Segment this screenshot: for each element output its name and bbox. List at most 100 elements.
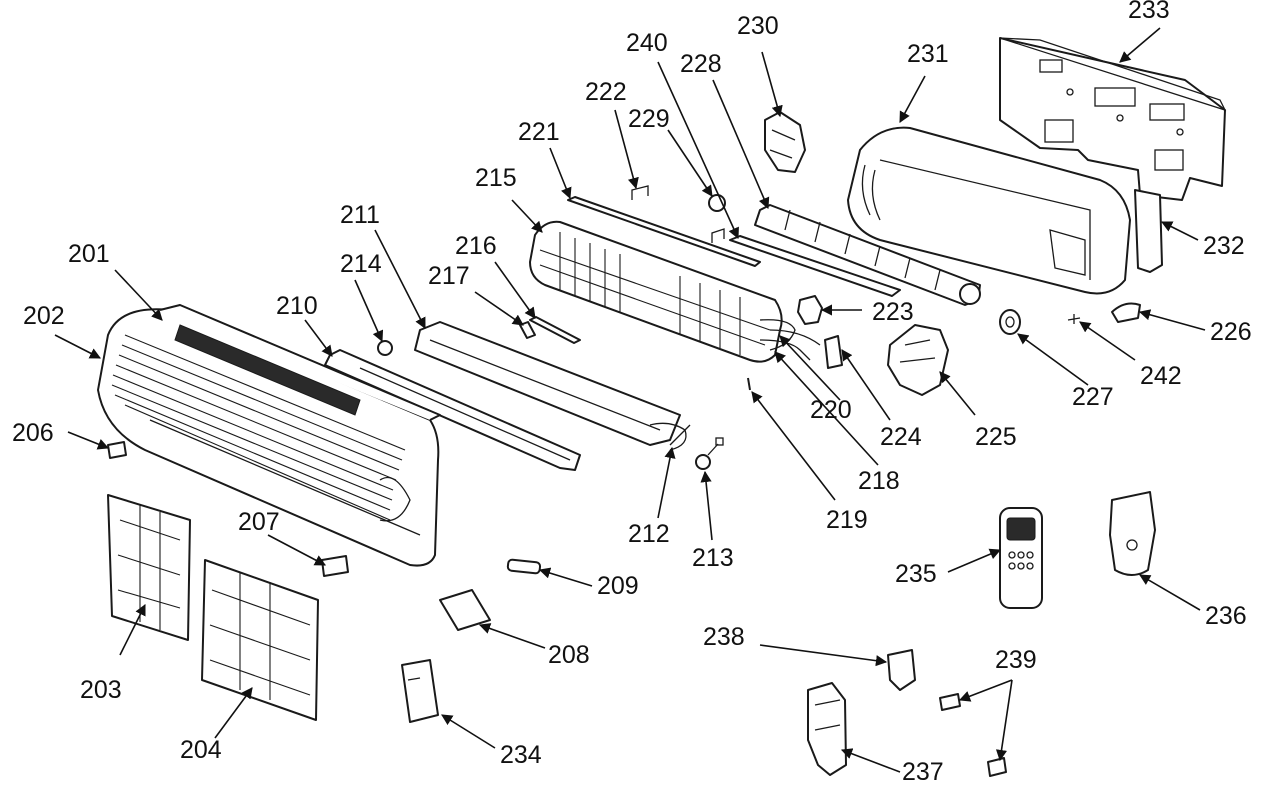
callout-209: 209 <box>597 572 639 600</box>
callout-223: 223 <box>872 298 914 326</box>
leader-224 <box>841 349 891 421</box>
leader-231 <box>899 75 926 123</box>
part-214 <box>377 340 393 356</box>
leader-lines <box>54 27 1206 773</box>
part-224 <box>824 335 843 369</box>
callout-230: 230 <box>737 12 779 40</box>
leader-220 <box>779 335 841 401</box>
leader-235 <box>947 548 1002 573</box>
callout-234: 234 <box>500 741 542 769</box>
leader-238 <box>759 644 888 667</box>
callout-212: 212 <box>628 520 670 548</box>
callout-228: 228 <box>680 50 722 78</box>
front-panel-201 <box>97 304 441 567</box>
callout-216: 216 <box>455 232 497 260</box>
callout-218: 218 <box>858 467 900 495</box>
manual-234 <box>401 659 439 723</box>
leader-229 <box>667 129 713 197</box>
sensor-212 <box>669 424 691 446</box>
callout-231: 231 <box>907 40 949 68</box>
callout-222: 222 <box>585 78 627 106</box>
label-206 <box>107 441 127 459</box>
leader-239a <box>958 679 1013 702</box>
callout-201: 201 <box>68 240 110 268</box>
callout-236: 236 <box>1205 602 1247 630</box>
part-217 <box>519 321 536 339</box>
label-239 <box>939 693 1007 777</box>
part-216 <box>529 316 581 344</box>
leader-227 <box>1017 333 1089 386</box>
chassis-231 <box>847 126 1131 295</box>
drain-pan-211 <box>414 321 687 451</box>
leader-210 <box>304 319 333 357</box>
remote-control-235 <box>999 507 1043 609</box>
leader-207 <box>267 534 326 566</box>
part-223 <box>797 295 823 325</box>
part-208 <box>439 589 491 631</box>
callout-225: 225 <box>975 423 1017 451</box>
part-219 <box>747 377 751 391</box>
leader-234 <box>441 714 496 749</box>
air-filter-204 <box>201 559 319 721</box>
callout-238: 238 <box>703 623 745 651</box>
callout-227: 227 <box>1072 383 1114 411</box>
label-207 <box>321 555 349 577</box>
callout-232: 232 <box>1203 232 1245 260</box>
leader-202 <box>54 334 101 359</box>
leader-239b <box>995 679 1013 762</box>
leader-240 <box>657 61 739 240</box>
callout-204: 204 <box>180 736 222 764</box>
cross-flow-fan-228 <box>754 204 981 306</box>
callout-226: 226 <box>1210 318 1252 346</box>
leader-221 <box>549 147 572 200</box>
air-guide-210 <box>324 349 581 471</box>
clip-222 <box>631 185 725 243</box>
leader-214 <box>354 279 384 343</box>
mounting-plate-233 <box>999 37 1227 201</box>
leader-217 <box>474 291 524 326</box>
drain-part-232 <box>1134 189 1163 273</box>
callout-215: 215 <box>475 164 517 192</box>
callout-208: 208 <box>548 641 590 669</box>
leader-204 <box>214 687 253 739</box>
leader-203 <box>119 603 146 656</box>
callout-224: 224 <box>880 423 922 451</box>
leader-233 <box>1119 27 1161 63</box>
leader-232 <box>1160 221 1199 241</box>
callout-229: 229 <box>628 105 670 133</box>
part-209 <box>506 558 542 575</box>
leader-226 <box>1138 309 1206 331</box>
callout-220: 220 <box>810 396 852 424</box>
part-213 <box>695 437 724 470</box>
leader-242 <box>1079 321 1136 361</box>
leader-215 <box>511 199 543 233</box>
callout-202: 202 <box>23 302 65 330</box>
side-cover-225 <box>887 324 949 396</box>
leader-208 <box>478 623 546 649</box>
callout-207: 207 <box>238 508 280 536</box>
leader-211 <box>374 229 426 329</box>
part-238 <box>887 649 916 691</box>
leader-222 <box>614 109 639 190</box>
leader-225 <box>939 371 976 416</box>
leader-201 <box>114 269 163 321</box>
callout-206: 206 <box>12 419 54 447</box>
leader-209 <box>538 567 593 587</box>
part-226 <box>1111 302 1141 323</box>
fan-motor-227 <box>999 309 1021 335</box>
leader-216 <box>494 261 536 319</box>
callout-210: 210 <box>276 292 318 320</box>
fan-bracket-230 <box>764 111 806 173</box>
leader-228 <box>712 79 770 210</box>
callout-221: 221 <box>518 118 560 146</box>
callout-233: 233 <box>1128 0 1170 24</box>
remote-holder-236 <box>1109 491 1156 576</box>
leader-218 <box>774 351 879 466</box>
leader-206 <box>67 431 110 450</box>
leader-237 <box>840 748 901 773</box>
callout-239: 239 <box>995 646 1037 674</box>
callout-213: 213 <box>692 544 734 572</box>
part-242 <box>1067 314 1081 324</box>
callout-217: 217 <box>428 262 470 290</box>
